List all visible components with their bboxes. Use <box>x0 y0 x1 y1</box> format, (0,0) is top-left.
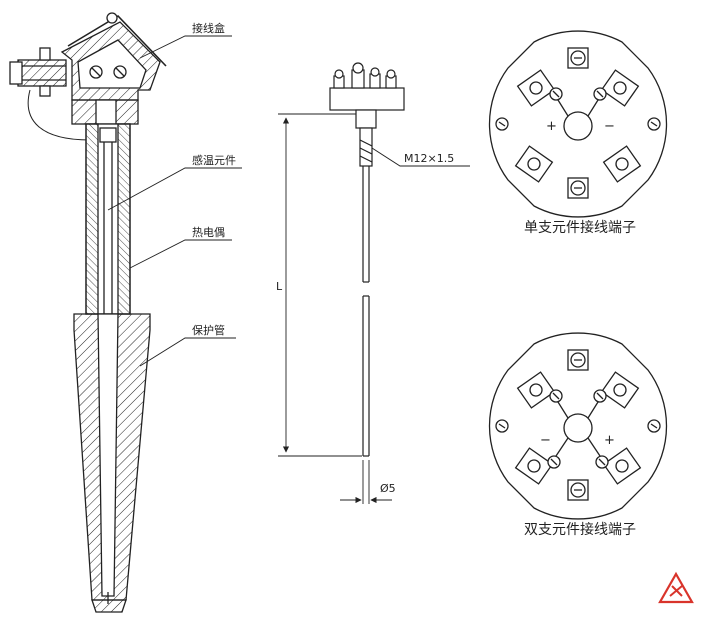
single-plus-sign: + <box>546 119 557 134</box>
callout-sensing-element: 感温元件 <box>192 154 236 167</box>
double-terminal-block <box>488 332 668 520</box>
thread-label: M12×1.5 <box>404 152 454 165</box>
single-terminal-block <box>488 30 668 218</box>
diameter-label: Ø5 <box>380 482 396 495</box>
single-terminal-caption: 单支元件接线端子 <box>524 219 636 236</box>
sensing-element-view <box>329 62 405 457</box>
thread-leader <box>371 147 470 167</box>
dimension-diameter <box>340 460 392 504</box>
callout-thermocouple: 热电偶 <box>192 226 225 239</box>
double-plus-sign: + <box>604 433 615 448</box>
dimension-length <box>278 113 362 457</box>
single-minus-sign: − <box>604 119 615 134</box>
callout-protection-tube: 保护管 <box>192 323 225 337</box>
length-label: L <box>276 280 283 293</box>
callout-leaders <box>107 35 242 367</box>
brand-logo-icon <box>658 571 694 604</box>
double-terminal-caption: 双支元件接线端子 <box>524 521 636 538</box>
thermocouple-section-view <box>9 12 167 613</box>
callout-junction-box: 接线盒 <box>192 21 225 35</box>
double-minus-sign: − <box>540 433 551 448</box>
